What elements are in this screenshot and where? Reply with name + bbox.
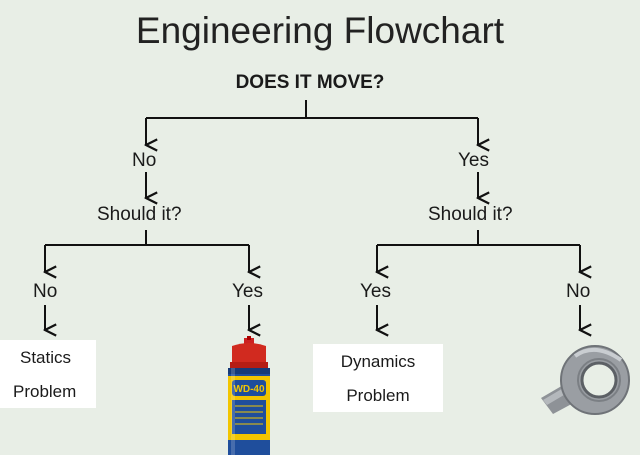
statics-label-line2: Problem	[13, 382, 77, 401]
dynamics-problem-box: Dynamics Problem	[313, 344, 443, 412]
left-right-answer-yes: Yes	[232, 281, 263, 302]
statics-problem-box: Statics Problem	[0, 340, 96, 408]
chart-title: Engineering Flowchart	[135, 10, 505, 51]
wd-40-can-icon: WD-40	[228, 336, 270, 455]
statics-label-line1: Statics	[20, 348, 72, 367]
left-left-answer-no: No	[33, 281, 58, 302]
duct-tape-icon	[541, 345, 630, 415]
root-question: DOES IT MOVE?	[235, 72, 385, 93]
dynamics-label-line2: Problem	[346, 386, 410, 405]
right-right-answer-no: No	[566, 281, 591, 302]
right-followup-question: Should it?	[428, 204, 513, 225]
left-followup-question: Should it?	[97, 204, 182, 225]
right-answer-yes: Yes	[458, 150, 489, 171]
wd-40-can-label: WD-40	[233, 384, 265, 395]
left-answer-no: No	[132, 150, 157, 171]
dynamics-label-line1: Dynamics	[340, 352, 416, 371]
right-left-answer-yes: Yes	[360, 281, 391, 302]
